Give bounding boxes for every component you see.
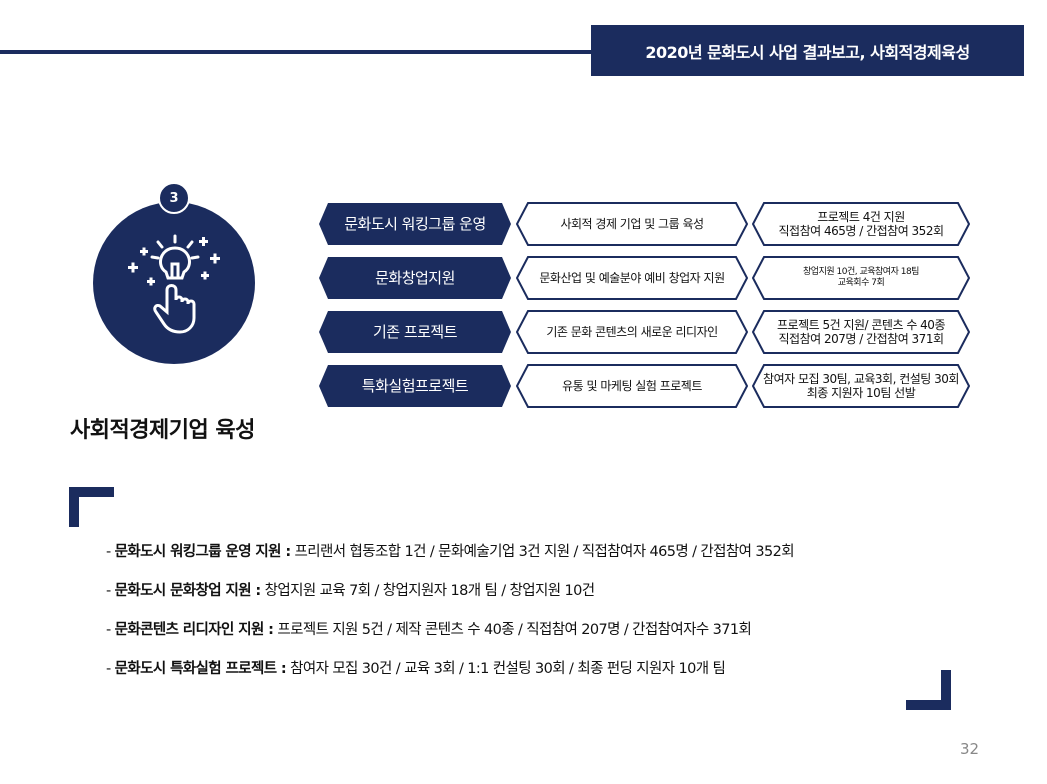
bullet-dash: - (106, 622, 115, 638)
program-name-chip: 문화창업지원 (318, 256, 512, 300)
program-name: 특화실험프로젝트 (361, 377, 469, 395)
program-desc: 기존 문화 콘텐츠의 새로운 리디자인 (546, 324, 718, 339)
program-desc-chip: 문화산업 및 예술분야 예비 창업자 지원 (516, 256, 748, 300)
bullet-list: - 문화도시 워킹그룹 운영 지원 : 프리랜서 협동조합 1건 / 문화예술기… (106, 540, 936, 696)
program-desc-chip: 유통 및 마케팅 실험 프로젝트 (516, 364, 748, 408)
result-line-2: 최종 지원자 10팀 선발 (806, 386, 916, 400)
header-title: 2020년 문화도시 사업 결과보고, 사회적경제육성 (645, 42, 970, 62)
result-line-2: 교육회수 7회 (837, 278, 885, 288)
section-circle (93, 202, 255, 364)
program-name: 문화도시 워킹그룹 운영 (344, 215, 486, 233)
corner-bracket-top-left (69, 487, 114, 527)
program-row: 기존 프로젝트 기존 문화 콘텐츠의 새로운 리디자인 프로젝트 5건 지원/ … (318, 310, 973, 354)
result-line-1: 프로젝트 4건 지원 (817, 209, 905, 224)
bullet-text: 프리랜서 협동조합 1건 / 문화예술기업 3건 지원 / 직접참여자 465명… (290, 544, 795, 560)
program-desc-chip: 사회적 경제 기업 및 그룹 육성 (516, 202, 748, 246)
header-title-box: 2020년 문화도시 사업 결과보고, 사회적경제육성 (591, 25, 1024, 76)
program-desc-chip: 기존 문화 콘텐츠의 새로운 리디자인 (516, 310, 748, 354)
result-line-1: 프로젝트 5건 지원/ 콘텐츠 수 40종 (776, 317, 946, 332)
program-desc: 사회적 경제 기업 및 그룹 육성 (560, 216, 704, 231)
program-name-chip: 문화도시 워킹그룹 운영 (318, 202, 512, 246)
program-name-chip: 특화실험프로젝트 (318, 364, 512, 408)
result-line-2: 직접참여 465명 / 간접참여 352회 (778, 224, 944, 238)
program-name: 기존 프로젝트 (372, 323, 458, 341)
program-name: 문화창업지원 (375, 269, 455, 287)
section-title: 사회적경제기업 육성 (70, 418, 255, 443)
list-item: - 문화도시 워킹그룹 운영 지원 : 프리랜서 협동조합 1건 / 문화예술기… (106, 540, 936, 560)
lightbulb-hand-icon (128, 234, 220, 334)
list-item: - 문화도시 특화실험 프로젝트 : 참여자 모집 30건 / 교육 3회 / … (106, 657, 936, 677)
program-row: 문화도시 워킹그룹 운영 사회적 경제 기업 및 그룹 육성 프로젝트 4건 지… (318, 202, 973, 246)
bullet-text: 참여자 모집 30건 / 교육 3회 / 1:1 컨설팅 30회 / 최종 펀딩… (286, 661, 726, 677)
list-item: - 문화콘텐츠 리디자인 지원 : 프로젝트 지원 5건 / 제작 콘텐츠 수 … (106, 618, 936, 638)
result-line-1: 참여자 모집 30팀, 교육3회, 컨설팅 30회 (763, 371, 959, 386)
page-number: 32 (960, 740, 980, 758)
result-line-1: 창업지원 10건, 교육참여자 18팀 (803, 267, 919, 278)
program-desc: 유통 및 마케팅 실험 프로젝트 (562, 378, 702, 393)
bullet-label: 문화도시 워킹그룹 운영 지원 : (114, 544, 291, 560)
list-item: - 문화도시 문화창업 지원 : 창업지원 교육 7회 / 창업지원자 18개 … (106, 579, 936, 599)
bullet-label: 문화콘텐츠 리디자인 지원 : (114, 622, 274, 638)
header-rule (0, 50, 592, 54)
program-row: 특화실험프로젝트 유통 및 마케팅 실험 프로젝트 참여자 모집 30팀, 교육… (318, 364, 973, 408)
bullet-text: 프로젝트 지원 5건 / 제작 콘텐츠 수 40종 / 직접참여 207명 / … (273, 622, 752, 638)
step-number-badge: 3 (158, 182, 190, 214)
program-row: 문화창업지원 문화산업 및 예술분야 예비 창업자 지원 창업지원 10건, 교… (318, 256, 973, 300)
bullet-dash: - (106, 583, 115, 599)
corner-bracket-bottom-right (906, 670, 951, 710)
bullet-dash: - (106, 544, 115, 560)
result-line-2: 직접참여 207명 / 간접참여 371회 (778, 332, 944, 346)
bullet-label: 문화도시 특화실험 프로젝트 : (114, 661, 287, 677)
bullet-dash: - (106, 661, 115, 677)
bullet-text: 창업지원 교육 7회 / 창업지원자 18개 팀 / 창업지원 10건 (260, 583, 595, 599)
program-name-chip: 기존 프로젝트 (318, 310, 512, 354)
bullet-label: 문화도시 문화창업 지원 : (114, 583, 262, 599)
program-desc: 문화산업 및 예술분야 예비 창업자 지원 (539, 270, 725, 285)
